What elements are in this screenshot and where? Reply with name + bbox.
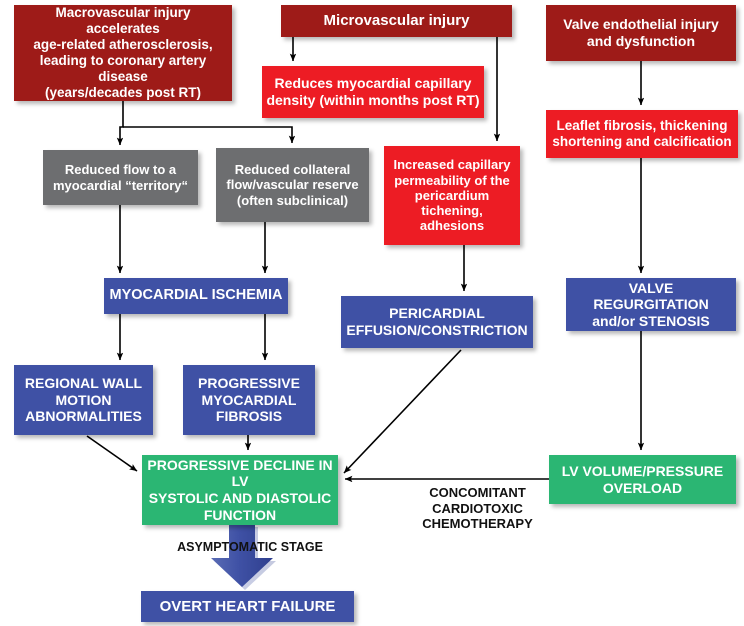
node-valve-regurgitation[interactable]: VALVE REGURGITATION and/or STENOSIS <box>566 278 736 331</box>
node-pericardial-effusion[interactable]: PERICARDIAL EFFUSION/CONSTRICTION <box>341 296 533 348</box>
node-reduces-capillary-density[interactable]: Reduces myocardial capillary density (wi… <box>262 66 484 118</box>
node-macrovascular-injury[interactable]: Macrovascular injury accelerates age-rel… <box>14 5 232 101</box>
connector-lv-decline-to-overt-heart-failure <box>211 524 276 590</box>
node-reduced-flow-territory[interactable]: Reduced flow to a myocardial “territory“ <box>43 150 198 205</box>
node-increased-capillary-permeability[interactable]: Increased capillary permeability of the … <box>384 146 520 245</box>
connector-regional-wall-to-lv-decline <box>86 435 138 472</box>
node-leaflet-fibrosis[interactable]: Leaflet fibrosis, thickening shortening … <box>546 110 738 158</box>
node-overt-heart-failure[interactable]: OVERT HEART FAILURE <box>141 591 354 622</box>
node-valve-endothelial-injury[interactable]: Valve endothelial injury and dysfunction <box>546 5 736 61</box>
node-microvascular-injury[interactable]: Microvascular injury <box>281 5 512 37</box>
connector-macrovascular-to-reduced-flow <box>116 101 124 146</box>
label-concomitant-cardiotoxic-chemotherapy: CONCOMITANT CARDIOTOXIC CHEMOTHERAPY <box>422 485 533 532</box>
node-progressive-myocardial-fibrosis[interactable]: PROGRESSIVE MYOCARDIAL FIBROSIS <box>183 365 315 435</box>
node-lv-volume-pressure-overload[interactable]: LV VOLUME/PRESSURE OVERLOAD <box>549 455 736 504</box>
node-regional-wall-motion[interactable]: REGIONAL WALL MOTION ABNORMALITIES <box>14 365 153 435</box>
connector-macrovascular-to-reduced-collateral <box>123 126 296 144</box>
node-progressive-decline-lv[interactable]: PROGRESSIVE DECLINE IN LV SYSTOLIC AND D… <box>142 455 338 525</box>
label-asymptomatic-stage: ASYMPTOMATIC STAGE <box>177 540 323 554</box>
node-reduced-collateral-flow[interactable]: Reduced collateral flow/vascular reserve… <box>216 148 369 222</box>
connector-pericardial-to-lv-decline <box>343 349 462 474</box>
node-myocardial-ischemia[interactable]: MYOCARDIAL ISCHEMIA <box>104 278 288 314</box>
